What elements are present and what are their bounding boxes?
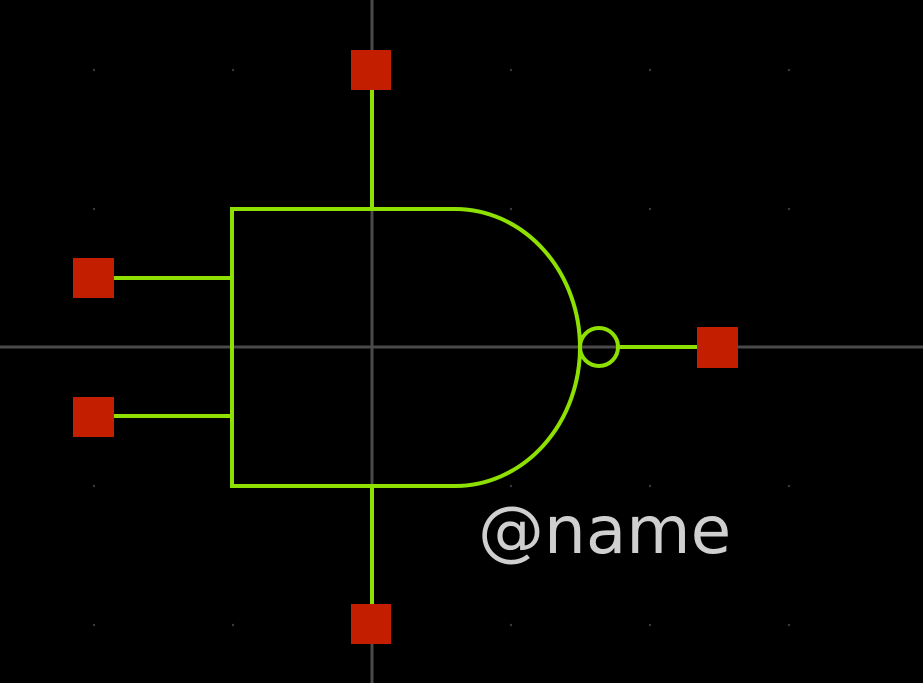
- grid-dot: [92, 68, 96, 72]
- output-pin[interactable]: [697, 327, 738, 368]
- symbol-name-label[interactable]: @name: [478, 492, 731, 569]
- grid-dot: [787, 484, 791, 488]
- grid-dot: [509, 207, 513, 211]
- inversion-bubble: [578, 326, 620, 368]
- grid-dot: [231, 623, 235, 627]
- input-a-pin[interactable]: [73, 258, 114, 298]
- grid-dot: [509, 623, 513, 627]
- grid-dot: [509, 68, 513, 72]
- grid-dot: [92, 623, 96, 627]
- grid-dot: [648, 484, 652, 488]
- grid-dot: [92, 207, 96, 211]
- bottom-pin[interactable]: [351, 604, 391, 644]
- grid-dot: [231, 68, 235, 72]
- grid-dot: [509, 484, 513, 488]
- input-b-pin[interactable]: [73, 397, 114, 437]
- grid-dot: [648, 207, 652, 211]
- grid-dot: [92, 484, 96, 488]
- grid-dot: [648, 68, 652, 72]
- top-pin[interactable]: [351, 50, 391, 90]
- grid-dot: [787, 207, 791, 211]
- grid-dot: [787, 68, 791, 72]
- grid-dot: [648, 623, 652, 627]
- grid-dot: [787, 623, 791, 627]
